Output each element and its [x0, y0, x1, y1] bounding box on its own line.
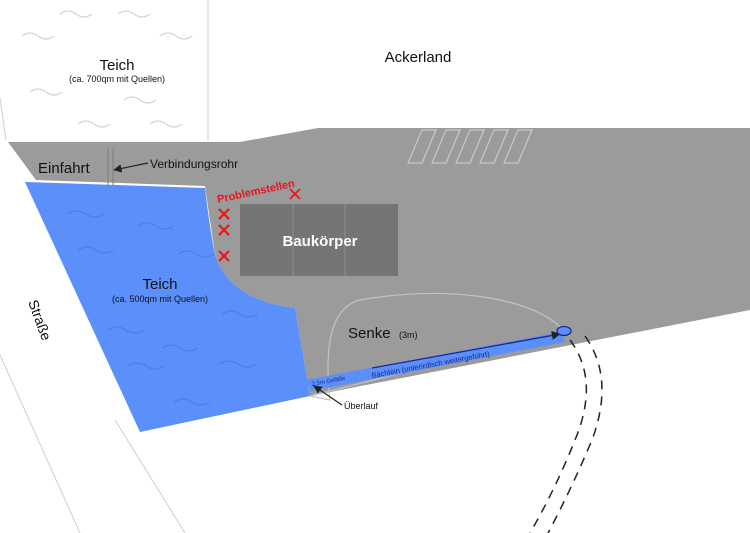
senke-label: Senke — [348, 325, 391, 342]
teich-main-subtitle: (ca. 500qm mit Quellen) — [112, 294, 208, 304]
einfahrt-label: Einfahrt — [38, 160, 91, 177]
parking-stripes — [407, 129, 533, 164]
baukoerper-label: Baukörper — [282, 233, 357, 250]
verbindungsrohr-arrow — [113, 162, 149, 173]
field-boundaries — [0, 0, 209, 533]
senke-depth-label: (3m) — [399, 330, 418, 340]
baukoerper-dividers — [292, 204, 346, 276]
senke-outline — [309, 292, 567, 401]
ueberlauf-arrow — [313, 385, 343, 406]
x-mark-icon — [289, 188, 301, 200]
teich-top-title: Teich — [99, 57, 134, 74]
problem-markers — [218, 188, 301, 262]
teich-main-waves — [67, 210, 259, 406]
baechlein-outlet — [556, 325, 572, 337]
baechlein-flow-arrow — [371, 330, 561, 369]
teich-main — [25, 182, 310, 432]
verbindungsrohr-label: Verbindungsrohr — [150, 157, 238, 171]
ueberlauf-label: Überlauf — [344, 401, 379, 411]
baukoerper-block — [240, 204, 398, 276]
baechlein-channel — [306, 332, 565, 391]
x-mark-icon — [218, 250, 230, 262]
teich-main-title: Teich — [142, 276, 177, 293]
teich-top-subtitle: (ca. 700qm mit Quellen) — [69, 74, 165, 84]
underground-pipe — [529, 335, 603, 533]
upper-pond-waves — [21, 10, 193, 128]
einfahrt-divider — [107, 148, 114, 186]
ackerland-label: Ackerland — [385, 49, 452, 66]
x-mark-icon — [218, 208, 230, 220]
x-mark-icon — [218, 224, 230, 236]
strasse-label: Straße — [25, 298, 54, 343]
